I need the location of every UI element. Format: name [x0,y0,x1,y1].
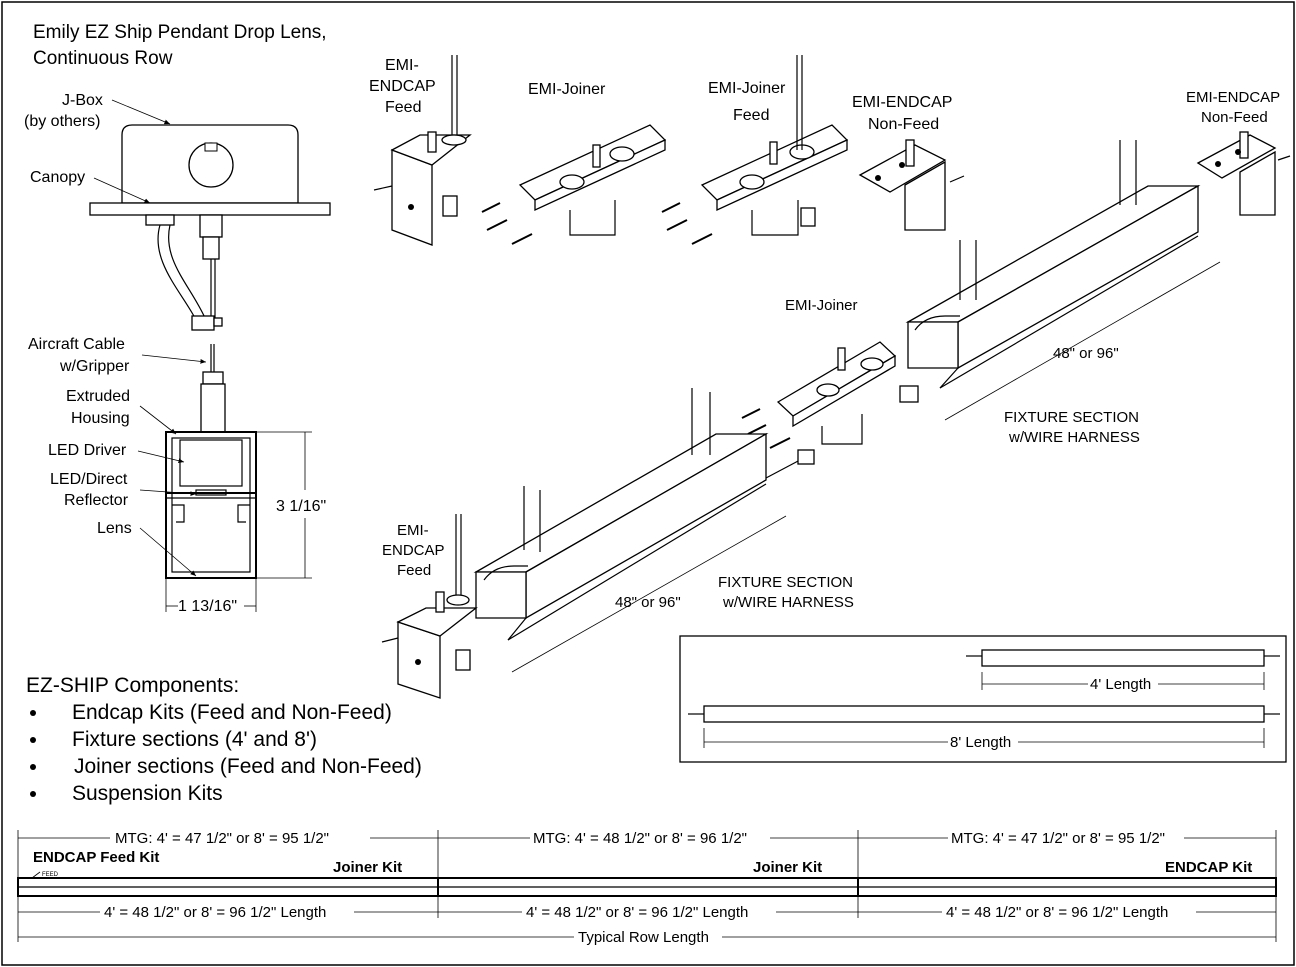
joiner-top [518,124,667,236]
typical-row-length: Typical Row Length [578,929,709,946]
housing-label: Housing [71,410,130,427]
components-list: Endcap Kits (Feed and Non-Feed) Fixture … [30,701,422,805]
endcap-nonfeed-far-label-1: EMI-ENDCAP [1186,89,1280,106]
endcap-feed-low-label-3: Feed [397,562,431,579]
length-label-1: 4' = 48 1/2" or 8' = 96 1/2" Length [104,904,326,921]
fixture-upper-label-2: w/WIRE HARNESS [1008,429,1140,446]
fixture-lower-label-2: w/WIRE HARNESS [722,594,854,611]
width-value: 1 13/16" [178,598,237,615]
kit-label-endcap-feed: ENDCAP Feed Kit [33,849,159,866]
fixture-lower-label-1: FIXTURE SECTION [718,574,853,591]
title-line-2: Continuous Row [33,48,173,69]
joiner-pins-left [481,202,533,245]
jbox-note: (by others) [24,113,100,130]
endcap-nonfeed-label-1: EMI-ENDCAP [852,94,952,111]
lengths-box [679,635,1287,763]
component-item-3: Joiner sections (Feed and Non-Feed) [74,755,422,778]
components-heading: EZ-SHIP Components: [26,674,239,697]
endcap-feed-top-label-2: ENDCAP [369,78,436,95]
endcap-feed-top [373,55,472,246]
joiner-feed-label-2: Feed [733,107,769,124]
length-label-3: 4' = 48 1/2" or 8' = 96 1/2" Length [946,904,1168,921]
title-line-1: Emily EZ Ship Pendant Drop Lens, [33,22,327,43]
eight-foot-label: 8' Length [950,734,1011,751]
mtg-label-3: MTG: 4' = 47 1/2" or 8' = 95 1/2" [951,830,1165,847]
endcap-feed-top-label-3: Feed [385,99,421,116]
joiner-top-label: EMI-Joiner [528,81,606,98]
endcap-nonfeed-far-label-2: Non-Feed [1201,109,1268,126]
feed-tag: FEED [42,872,59,878]
endcap-feed-lower [381,514,478,699]
joiner-mid-label: EMI-Joiner [785,297,858,314]
length-upper: 48" or 96" [1053,345,1119,362]
width-dimension [165,578,257,612]
bullet-4 [30,791,36,797]
component-item-4: Suspension Kits [72,782,223,805]
length-label-2: 4' = 48 1/2" or 8' = 96 1/2" Length [526,904,748,921]
extruded-label: Extruded [66,388,130,405]
bullet-1 [30,710,36,716]
component-item-1: Endcap Kits (Feed and Non-Feed) [72,701,392,724]
canopy-label: Canopy [30,169,85,186]
fixture-section-lower [473,388,815,673]
aircraft-cable-note: w/Gripper [59,358,130,375]
endcap-feed-low-label-2: ENDCAP [382,542,445,559]
fixture-section-upper [899,140,1221,421]
jbox-label: J-Box [62,92,103,109]
canopy-assembly [89,124,331,331]
endcap-nonfeed-label-2: Non-Feed [868,116,939,133]
bullet-2 [30,737,36,743]
endcap-feed-top-label-1: EMI- [385,57,419,74]
eight-foot-fixture [688,705,1280,748]
height-value: 3 1/16" [276,498,326,515]
kit-label-joiner-2: Joiner Kit [753,859,822,876]
component-item-2: Fixture sections (4' and 8') [72,728,317,751]
mtg-label-1: MTG: 4' = 47 1/2" or 8' = 95 1/2" [115,830,329,847]
endcap-nonfeed-top [858,139,965,231]
joiner-mid [741,341,897,449]
four-foot-label: 4' Length [1090,676,1151,693]
joiner-feed-label-1: EMI-Joiner [708,80,786,97]
joiner-feed-top [700,55,849,236]
led-driver-label: LED Driver [48,442,127,459]
height-dimension [256,431,312,579]
cross-section [165,344,257,579]
reflector-label: Reflector [64,492,129,509]
mtg-label-2: MTG: 4' = 48 1/2" or 8' = 96 1/2" [533,830,747,847]
led-direct-label: LED/Direct [50,471,128,488]
kit-label-joiner-1: Joiner Kit [333,859,402,876]
bullet-3 [30,764,36,770]
endcap-feed-low-label-1: EMI- [397,522,429,539]
lens-label: Lens [97,520,132,537]
kit-label-endcap: ENDCAP Kit [1165,859,1252,876]
endcap-nonfeed-far [1196,131,1291,216]
aircraft-cable-label: Aircraft Cable [28,336,125,353]
fixture-upper-label-1: FIXTURE SECTION [1004,409,1139,426]
length-lower: 48" or 96" [615,594,681,611]
four-foot-fixture [966,649,1280,690]
joiner-pins-mid [661,202,713,245]
